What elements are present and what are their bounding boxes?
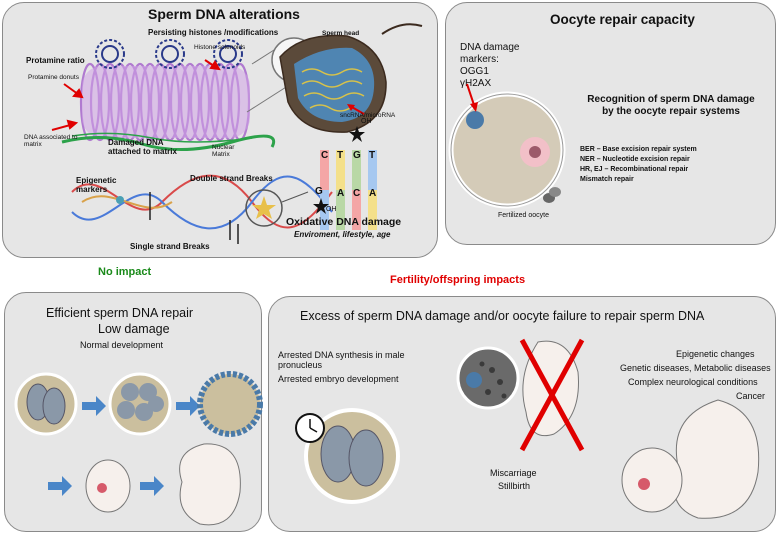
label-sperm-head: Sperm head <box>322 30 360 37</box>
base-bottom-3: A <box>369 188 377 199</box>
sperm-panel-title: Sperm DNA alterations <box>148 6 300 22</box>
oocyte-marker-ogg1: OGG1 <box>460 66 489 77</box>
chromatin-illustration <box>51 23 423 244</box>
base-bottom-1: A <box>337 188 345 199</box>
oocyte-markers-line1: DNA damage <box>460 42 520 53</box>
base-top-1: T <box>337 150 344 161</box>
label-protamine-donuts: Protamine donuts <box>28 74 79 81</box>
label-persisting-histones: Persisting histones /modifications <box>148 28 279 37</box>
label-protamine-ratio: Protamine ratio <box>26 56 85 65</box>
header-fertility-impacts: Fertility/offspring impacts <box>390 274 526 286</box>
label-dna-matrix: DNA associated to matrix <box>24 134 78 149</box>
excess-middle-0: Miscarriage <box>490 468 537 478</box>
excess-right-2: Complex neurological conditions <box>628 377 758 387</box>
label-oxidative-sub: Enviroment, lifestyle, age <box>294 230 391 239</box>
label-oh-top: OH <box>361 118 372 125</box>
excess-middle-1: Stillbirth <box>498 481 531 491</box>
red-cross-line-2 <box>519 338 585 452</box>
header-no-impact: No impact <box>98 266 152 278</box>
base-top-2: G <box>353 150 361 161</box>
label-nuclear-matrix: Nuclear Matrix <box>212 144 235 159</box>
label-single-strand: Single strand Breaks <box>130 242 210 251</box>
oh-star-top <box>349 126 365 142</box>
excess-right-0: Epigenetic changes <box>676 349 755 359</box>
label-sncrna: sncRNA/microRNA <box>340 112 396 119</box>
fertilized-oocyte-illustration <box>448 83 566 209</box>
impact-illustration <box>295 338 760 519</box>
male-pronucleus <box>466 111 484 129</box>
repair-system-ber: BER – Base excision repair system <box>580 146 697 153</box>
blue-arrow-4 <box>140 476 164 496</box>
label-epigenetic: Epigenetic markers <box>76 176 117 195</box>
label-damaged-dna: Damaged DNA attached to matrix <box>108 138 177 157</box>
efficient-subtitle: Normal development <box>80 340 164 350</box>
histone-solenoids <box>95 39 243 69</box>
base-bottom-2: C <box>353 188 361 199</box>
oocyte-panel-title: Oocyte repair capacity <box>550 12 695 27</box>
label-oxidative: Oxidative DNA damage <box>286 216 402 228</box>
dna-helix <box>71 174 333 230</box>
oocyte-marker-gh2ax: γH2AX <box>460 78 492 89</box>
repair-system-mismatch: Mismatch repair <box>580 176 634 183</box>
efficient-title-line1: Efficient sperm DNA repair <box>46 306 194 320</box>
label-oh-bottom: OH <box>326 206 337 213</box>
efficient-title-line2: Low damage <box>98 322 170 336</box>
oocyte-recognition-text: Recognition of sperm DNA damage by the o… <box>587 94 755 117</box>
base-bottom-0: G <box>315 186 323 197</box>
epigenetic-marker <box>116 196 124 204</box>
label-fertilized-oocyte: Fertilized oocyte <box>498 212 549 219</box>
excess-right-1: Genetic diseases, Metabolic diseases <box>620 363 771 373</box>
base-top-3: T <box>369 150 376 161</box>
excess-left-0: Arrested DNA synthesis in male pronucleu… <box>278 350 405 371</box>
normal-development-illustration <box>14 371 263 526</box>
excess-title: Excess of sperm DNA damage and/or oocyte… <box>300 309 705 323</box>
blue-arrow-1 <box>82 396 106 416</box>
repair-system-ner: NER – Nucleotide excision repair <box>580 156 690 163</box>
excess-right-3: Cancer <box>736 391 766 401</box>
oocyte-markers-line2: markers: <box>460 54 499 65</box>
label-histone-solenoids: Histone solenoids <box>194 44 246 51</box>
nuclear-matrix <box>61 134 276 151</box>
excess-left-1: Arrested embryo development <box>278 374 399 384</box>
oh-star-bottom <box>313 198 329 214</box>
blue-arrow-2 <box>176 396 200 416</box>
repair-system-hr-ej: HR, EJ – Recombinational repair <box>580 166 689 173</box>
blue-arrow-3 <box>48 476 72 496</box>
label-double-strand: Double strand Breaks <box>190 174 273 183</box>
base-top-0: C <box>321 150 329 161</box>
